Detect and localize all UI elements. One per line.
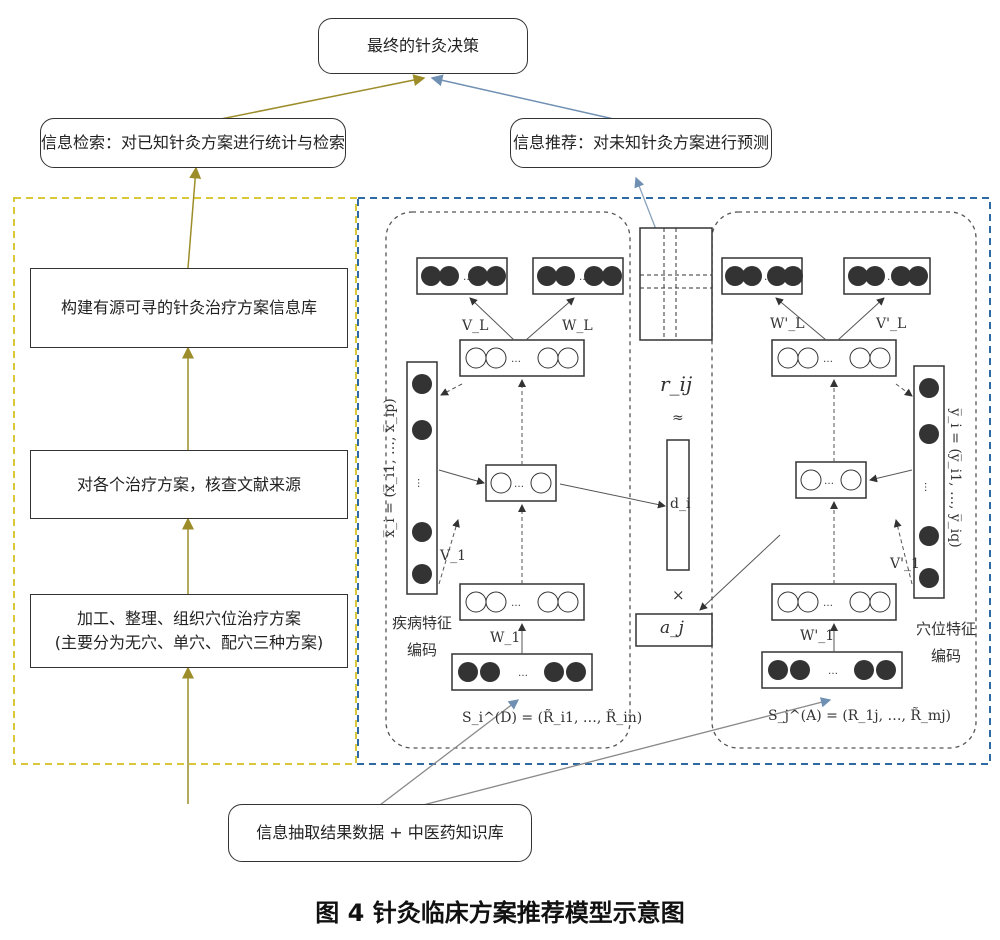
disease-w1-label: W_1 (490, 630, 521, 646)
disease-wl-label: W_L (562, 318, 593, 334)
acupoint-v1-label: V'_1 (890, 556, 920, 572)
svg-text:…: … (415, 478, 426, 488)
final-decision-box: 最终的针灸决策 (318, 18, 528, 74)
disease-branch-region (385, 211, 631, 749)
disease-s-vector-label: S_i^(D) = (R̃_i1, …, R̃_in) (462, 710, 643, 726)
acupoint-s-vector-label: S_j^(A) = (R_1j, …, R̃_mj) (768, 708, 951, 724)
step3-label: 构建有源可寻的针灸治疗方案信息库 (60, 298, 317, 317)
disease-v1-label: V_1 (440, 548, 467, 564)
svg-text:…: … (511, 354, 521, 365)
disease-vl-label: V_L (462, 318, 489, 334)
step1-label-line1: 加工、整理、组织穴位治疗方案 (76, 609, 301, 628)
step2-label: 对各个治疗方案，核查文献来源 (76, 474, 301, 494)
source-to-disease-arrow (375, 699, 520, 809)
approx-symbol: ≈ (672, 410, 684, 426)
disease-feature-line2: 编码 (407, 641, 438, 659)
svg-text:…: … (824, 476, 834, 487)
step1-label-line2: (主要分为无穴、单穴、配穴三种方案) (54, 633, 324, 652)
recommend-box: 信息推荐：对未知针灸方案进行预测 (510, 118, 772, 168)
recommend-to-final-arrow (430, 74, 637, 125)
source-box: 信息抽取结果数据 + 中医药知识库 (228, 804, 532, 862)
svg-text:…: … (579, 272, 589, 283)
retrieval-box: 信息检索：对已知针灸方案进行统计与检索 (40, 118, 346, 168)
step3-to-retrieval-arrow (187, 166, 202, 269)
retrieval-label: 信息检索：对已知针灸方案进行统计与检索 (41, 133, 346, 152)
acupoint-feature-line2: 编码 (931, 647, 962, 665)
acupoint-vl-label: V'_L (876, 316, 907, 332)
acupoint-feature-label: 穴位特征 编码 (916, 618, 976, 666)
step2-box: 对各个治疗方案，核查文献来源 (30, 450, 348, 519)
acupoint-network: … … … … … … … (721, 257, 945, 689)
svg-text:…: … (463, 272, 473, 283)
source-to-acupoint-arrow (395, 697, 832, 813)
d-i-label: d_i (670, 496, 691, 512)
a-j-label: a_j (660, 618, 684, 638)
final-decision-label: 最终的针灸决策 (366, 36, 479, 55)
disease-network: … … … … … … … (406, 257, 666, 691)
r-ij-label: r_ij (660, 372, 693, 396)
figure-caption: 图 4 针灸临床方案推荐模型示意图 (315, 899, 685, 927)
acupoint-w1-label: W'_1 (800, 628, 835, 644)
acupoint-feature-line1: 穴位特征 (916, 620, 977, 638)
right-dashed-region (357, 197, 991, 765)
svg-text:…: … (828, 666, 838, 677)
acupoint-y-vector-label: y̅_i = (y̅_i1, …, y̅_iq) (947, 408, 963, 548)
recommend-label: 信息推荐：对未知针灸方案进行预测 (512, 133, 769, 152)
left-dashed-region (13, 197, 357, 765)
source-label: 信息抽取结果数据 + 中医药知识库 (256, 823, 504, 842)
retrieval-to-final-arrow (195, 74, 426, 125)
svg-text:…: … (823, 598, 833, 609)
svg-text:…: … (514, 479, 524, 490)
disease-x-vector-label: x̅_i = (x̅_i1, …, x̅_ip) (382, 398, 398, 538)
acupoint-wl-label: W'_L (770, 316, 805, 332)
center-matrix-group (635, 227, 781, 647)
step1-box: 加工、整理、组织穴位治疗方案 (主要分为无穴、单穴、配穴三种方案) (30, 594, 348, 668)
disease-feature-label: 疾病特征 编码 (392, 612, 452, 660)
svg-text:…: … (518, 668, 528, 679)
svg-text:…: … (511, 598, 521, 609)
acupoint-branch-region (711, 211, 977, 749)
svg-text:…: … (922, 482, 933, 492)
step3-box: 构建有源可寻的针灸治疗方案信息库 (30, 268, 348, 348)
disease-feature-line1: 疾病特征 (392, 614, 453, 632)
times-symbol: × (672, 586, 685, 604)
svg-text:…: … (823, 354, 833, 365)
